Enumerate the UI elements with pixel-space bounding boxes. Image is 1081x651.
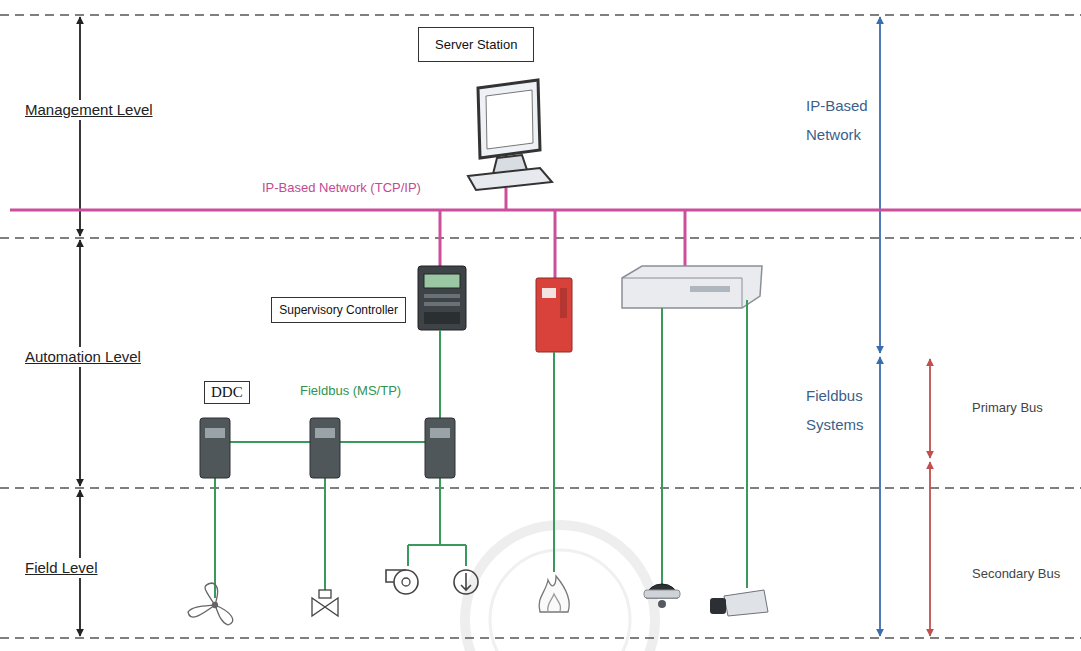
unit-edge [622,278,742,279]
box-text: DDC [211,384,243,401]
ip-network-line [10,209,1081,212]
level-divider [0,14,1081,16]
panel-detail [560,288,567,318]
sensor-symbol [454,570,478,594]
bus-span-arrow [929,359,931,458]
pump-impeller [402,578,410,586]
field-wire [214,478,216,598]
flame-core [548,594,561,612]
level-divider [0,237,1081,239]
ddc-label-plate [205,428,225,438]
controller-label-box: Supervisory Controller [271,297,406,323]
box-camera-lens [710,598,726,614]
bus-span-arrow [929,462,931,636]
box-camera [724,590,768,616]
bus-span-name-holder: Secondary Bus [972,566,1060,582]
ip-drop-wire [554,210,557,278]
level-divider [0,637,1081,639]
level-name: Management Level [22,100,156,120]
ddc-label-box: DDC [204,381,250,404]
fire-alarm-panel [536,278,572,352]
span-name: IP-Based Network [806,92,880,149]
valve-symbol [312,598,338,616]
field-wire [553,352,555,572]
pump-symbol [394,570,418,594]
video-server-unit [622,266,762,308]
field-wire [746,300,748,588]
ddc-device [310,418,340,478]
ddc-label-plate [430,428,450,438]
level-name: Field Level [22,558,101,578]
fan-blade [215,605,233,625]
bus-span-name: Primary Bus [972,400,1043,416]
valve-actuator [319,590,331,598]
panel-display [542,288,556,298]
ip-drop-wire [684,210,687,272]
ip-drop-wire [439,210,442,266]
fan-hub [213,603,218,608]
level-name-holder: Management Level [22,100,156,120]
field-wire [407,545,409,566]
network-name: IP-Based Network (TCP/IP) [262,180,421,196]
span-name-holder: IP-Based Network [806,92,880,149]
camera-lens [658,600,666,608]
bus-name-holder: Fieldbus (MS/TP) [300,383,401,399]
controller-display [424,274,460,288]
ddc-device [200,418,230,478]
bus-name: Fieldbus (MS/TP) [300,383,401,399]
field-wire [661,308,663,586]
span-name-holder: Fieldbus Systems [806,382,880,439]
ddc-device [425,418,455,478]
level-name-holder: Automation Level [22,347,144,367]
network-name-holder: IP-Based Network (TCP/IP) [262,180,421,196]
fan-blade [205,583,218,605]
box-text: Server Station [435,37,517,52]
ddc-label-plate [315,428,335,438]
unit-slot [690,286,730,292]
bus-span-name: Secondary Bus [972,566,1060,582]
controller-device [418,266,466,330]
controller-terminals [424,312,460,324]
watermark-seal [465,525,655,651]
server-station-box: Server Station [418,27,534,62]
span-name: Fieldbus Systems [806,382,880,439]
dome-camera-base [644,590,680,598]
field-wire [439,478,441,545]
controller-keys [424,302,460,306]
fieldbus-wire [230,441,310,443]
field-wire [324,478,326,592]
controller-keys [424,294,460,298]
network-span-arrow [879,17,881,353]
level-divider [0,487,1081,489]
fieldbus-wire [340,441,425,443]
sensor-arrow [461,573,471,590]
ip-drop-wire [505,188,508,210]
fieldbus-wire [439,330,441,418]
unit-edge [742,278,743,308]
field-wire [408,544,466,546]
fire-detector-flame [539,576,569,612]
level-name: Automation Level [22,347,144,367]
level-name-holder: Field Level [22,558,101,578]
fan-blade [188,605,215,617]
field-wire [465,545,467,566]
keyboard-icon [468,168,552,190]
bus-span-name-holder: Primary Bus [972,400,1043,416]
level-arrow [79,17,81,236]
watermark-seal [490,550,630,651]
box-text: Supervisory Controller [279,303,398,317]
network-span-arrow [879,357,881,636]
monitor-icon [478,80,540,158]
monitor-screen [486,90,533,149]
